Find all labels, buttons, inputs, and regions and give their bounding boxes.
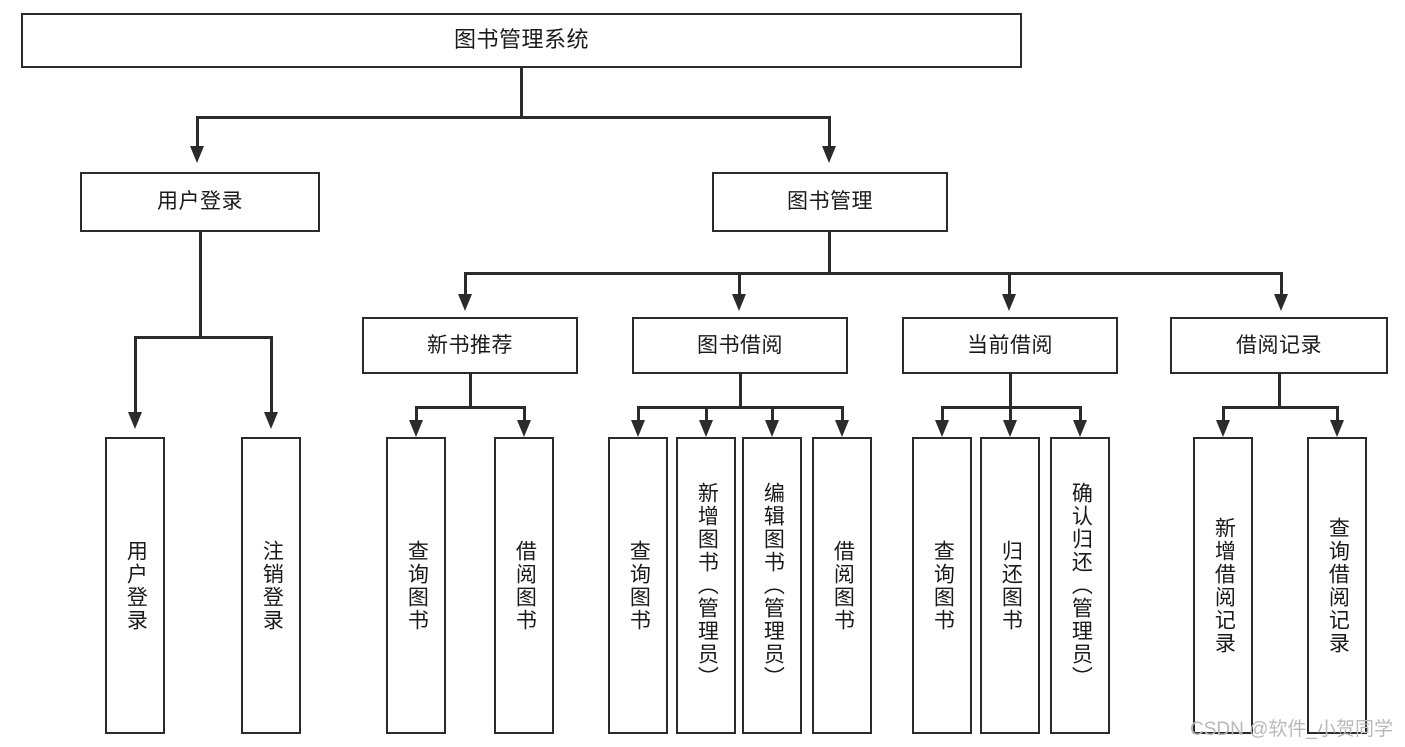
node-borrow-record-label: 借阅记录 — [1236, 333, 1322, 357]
connector-to-book-borrow — [738, 272, 741, 294]
node-book-borrow[interactable]: 图书借阅 — [632, 317, 848, 374]
connector-user-login-bus — [134, 336, 270, 339]
arrowhead-leaf-query-book-3 — [935, 420, 949, 437]
connector-new-book-drop-2 — [523, 406, 526, 420]
leaf-user-login[interactable]: 用户登录 — [105, 437, 165, 734]
connector-new-book-drop-1 — [415, 406, 418, 420]
leaf-borrow-book-borrow[interactable]: 借阅图书 — [812, 437, 872, 734]
connector-book-borrow-bus — [637, 406, 843, 409]
connector-root-bus — [196, 116, 830, 119]
leaf-logout[interactable]: 注销登录 — [241, 437, 301, 734]
connector-to-new-book — [464, 272, 467, 294]
arrowhead-leaf-borrow-book-2 — [835, 420, 849, 437]
arrowhead-leaf-logout — [264, 412, 278, 429]
node-user-login-label: 用户登录 — [157, 190, 243, 214]
leaf-return-book-label: 归还图书 — [999, 539, 1023, 632]
leaf-edit-book-admin-label: 编辑图书（管理员） — [761, 482, 785, 689]
connector-user-login-stem — [199, 232, 202, 338]
connector-to-current-borrow — [1008, 272, 1011, 294]
arrowhead-leaf-return-book — [1003, 420, 1017, 437]
arrowhead-leaf-query-book-1 — [409, 420, 423, 437]
connector-book-borrow-drop-2 — [705, 406, 708, 420]
arrowhead-book-manage — [822, 146, 836, 163]
arrowhead-leaf-confirm-return — [1073, 420, 1087, 437]
node-root-system[interactable]: 图书管理系统 — [21, 13, 1022, 68]
connector-root-stem — [520, 68, 523, 118]
leaf-add-book-admin[interactable]: 新增图书（管理员） — [676, 437, 736, 734]
arrowhead-leaf-edit-book — [765, 420, 779, 437]
node-new-book-recommend-label: 新书推荐 — [427, 333, 513, 357]
connector-book-borrow-drop-1 — [637, 406, 640, 420]
leaf-query-book-borrow[interactable]: 查询图书 — [608, 437, 668, 734]
connector-root-to-book-manage — [828, 116, 831, 146]
leaf-query-borrow-record[interactable]: 查询借阅记录 — [1307, 437, 1367, 734]
connector-current-borrow-drop-1 — [941, 406, 944, 420]
arrowhead-current-borrow — [1002, 294, 1016, 311]
connector-borrow-record-drop-2 — [1336, 406, 1339, 420]
node-book-borrow-label: 图书借阅 — [697, 333, 783, 357]
arrowhead-new-book-recommend — [458, 294, 472, 311]
node-root-label: 图书管理系统 — [453, 27, 589, 53]
connector-level3-bus — [464, 272, 1282, 275]
leaf-query-book-borrow-label: 查询图书 — [627, 539, 651, 632]
arrowhead-borrow-record — [1274, 294, 1288, 311]
arrowhead-leaf-query-book-2 — [631, 420, 645, 437]
connector-book-borrow-drop-4 — [841, 406, 844, 420]
connector-current-borrow-stem — [1009, 374, 1012, 408]
connector-borrow-record-bus — [1222, 406, 1336, 409]
connector-book-borrow-stem — [739, 374, 742, 408]
leaf-add-borrow-record[interactable]: 新增借阅记录 — [1193, 437, 1253, 734]
arrowhead-user-login — [190, 146, 204, 163]
connector-new-book-stem — [469, 374, 472, 408]
leaf-query-borrow-record-label: 查询借阅记录 — [1326, 516, 1350, 655]
arrowhead-leaf-borrow-book-1 — [517, 420, 531, 437]
connector-root-to-user-login — [196, 116, 199, 146]
leaf-query-book-recommend[interactable]: 查询图书 — [386, 437, 446, 734]
leaf-user-login-label: 用户登录 — [124, 539, 148, 632]
leaf-query-book-current-label: 查询图书 — [931, 539, 955, 632]
connector-new-book-bus — [415, 406, 523, 409]
connector-borrow-record-drop-1 — [1222, 406, 1225, 420]
arrowhead-leaf-user-login — [128, 412, 142, 429]
node-current-borrow[interactable]: 当前借阅 — [902, 317, 1118, 374]
leaf-add-book-admin-label: 新增图书（管理员） — [695, 482, 719, 689]
leaf-confirm-return-admin-label: 确认归还（管理员） — [1069, 482, 1093, 689]
arrowhead-book-borrow — [732, 294, 746, 311]
connector-user-login-drop-1 — [134, 336, 137, 412]
arrowhead-leaf-query-record — [1330, 420, 1344, 437]
leaf-borrow-book-recommend[interactable]: 借阅图书 — [494, 437, 554, 734]
node-new-book-recommend[interactable]: 新书推荐 — [362, 317, 578, 374]
leaf-return-book[interactable]: 归还图书 — [980, 437, 1040, 734]
leaf-query-book-current[interactable]: 查询图书 — [912, 437, 972, 734]
arrowhead-leaf-add-book — [699, 420, 713, 437]
leaf-query-book-recommend-label: 查询图书 — [405, 539, 429, 632]
node-book-management[interactable]: 图书管理 — [712, 172, 948, 232]
leaf-borrow-book-recommend-label: 借阅图书 — [513, 539, 537, 632]
connector-borrow-record-stem — [1278, 374, 1281, 408]
connector-current-borrow-drop-3 — [1079, 406, 1082, 420]
watermark-text: CSDN @软件_小贺同学 — [1190, 719, 1393, 740]
connector-book-management-stem — [828, 232, 831, 274]
leaf-edit-book-admin[interactable]: 编辑图书（管理员） — [742, 437, 802, 734]
node-borrow-record[interactable]: 借阅记录 — [1170, 317, 1388, 374]
node-current-borrow-label: 当前借阅 — [967, 333, 1053, 357]
connector-user-login-drop-2 — [270, 336, 273, 412]
arrowhead-leaf-add-record — [1216, 420, 1230, 437]
connector-book-borrow-drop-3 — [771, 406, 774, 420]
connector-to-borrow-record — [1280, 272, 1283, 294]
node-user-login[interactable]: 用户登录 — [80, 172, 320, 232]
leaf-confirm-return-admin[interactable]: 确认归还（管理员） — [1050, 437, 1110, 734]
leaf-borrow-book-borrow-label: 借阅图书 — [831, 539, 855, 632]
leaf-logout-label: 注销登录 — [260, 539, 284, 632]
node-book-management-label: 图书管理 — [787, 190, 873, 214]
connector-current-borrow-drop-2 — [1009, 406, 1012, 420]
leaf-add-borrow-record-label: 新增借阅记录 — [1212, 516, 1236, 655]
